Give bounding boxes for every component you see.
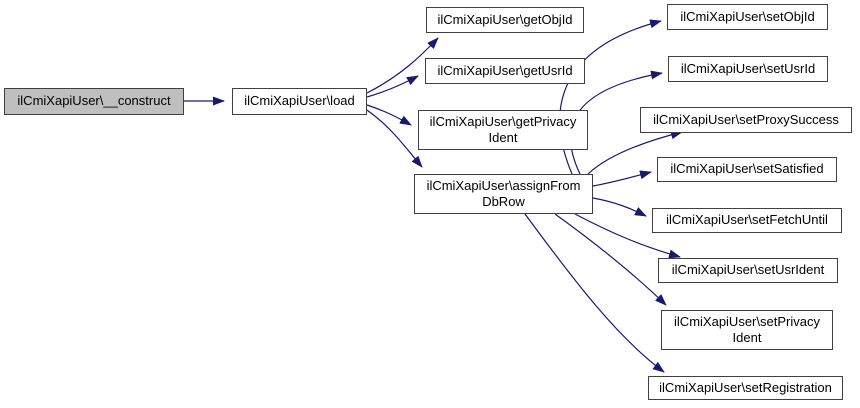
node-setPrivacyIdent[interactable]: ilCmiXapiUser\setPrivacy Ident — [661, 310, 833, 350]
edge-assignFromDbRow-to-setRegistration — [524, 213, 665, 373]
edge-load-to-getPrivacyIdent — [366, 104, 412, 126]
edge-assignFromDbRow-to-setPrivacyIdent — [554, 213, 667, 306]
node-construct: ilCmiXapiUser\__construct — [4, 88, 184, 115]
edge-assignFromDbRow-to-setProxySuccess — [587, 130, 683, 175]
node-setSatisfied[interactable]: ilCmiXapiUser\setSatisfied — [657, 157, 837, 182]
edge-assignFromDbRow-to-setSatisfied — [592, 170, 652, 187]
node-setRegistration[interactable]: ilCmiXapiUser\setRegistration — [648, 376, 843, 400]
edge-assignFromDbRow-to-setUsrIdent — [574, 213, 681, 259]
edge-load-to-getUsrId — [366, 75, 419, 98]
node-setFetchUntil[interactable]: ilCmiXapiUser\setFetchUntil — [652, 208, 842, 233]
node-assignFromDbRow[interactable]: ilCmiXapiUser\assignFrom DbRow — [414, 174, 593, 214]
node-setUsrId[interactable]: ilCmiXapiUser\setUsrId — [668, 56, 828, 82]
node-setObjId[interactable]: ilCmiXapiUser\setObjId — [667, 4, 828, 30]
edge-assignFromDbRow-to-setObjId — [559, 19, 662, 175]
edge-load-to-getObjId — [366, 37, 439, 94]
node-setProxySuccess[interactable]: ilCmiXapiUser\setProxySuccess — [640, 107, 852, 133]
node-getUsrId[interactable]: ilCmiXapiUser\getUsrId — [425, 58, 585, 84]
node-load[interactable]: ilCmiXapiUser\load — [232, 88, 367, 115]
edge-assignFromDbRow-to-setFetchUntil — [592, 197, 647, 217]
node-getObjId[interactable]: ilCmiXapiUser\getObjId — [426, 7, 584, 33]
edge-load-to-assignFromDbRow — [366, 109, 423, 168]
node-getPrivacyIdent[interactable]: ilCmiXapiUser\getPrivacy Ident — [418, 110, 588, 150]
node-setUsrIdent[interactable]: ilCmiXapiUser\setUsrIdent — [658, 258, 838, 283]
